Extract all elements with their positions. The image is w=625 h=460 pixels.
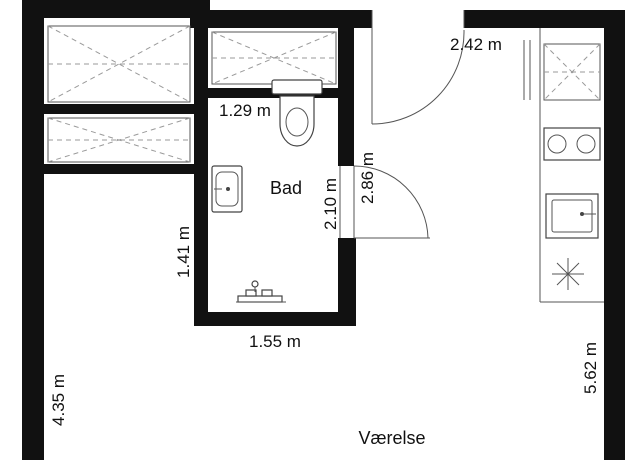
shower-icon [236,280,286,303]
extractor-icon [552,258,584,290]
stove-icon [543,127,601,161]
dimension-bath-bottom: 1.55 m [249,332,301,351]
bathroom-label: Bad [270,178,302,198]
wall-bath-left [194,18,208,326]
wall-closet-bottom [44,164,194,174]
walls [22,0,625,460]
wall-top-middle [190,10,372,28]
bath-door-icon [339,165,430,239]
wall-top-left [22,0,210,18]
wall-closet-divider [44,104,194,114]
dimension-bath-door: 2.86 m [358,152,377,204]
living-room-label: Værelse [358,428,425,448]
door-swing-icon [371,10,465,125]
dimension-left-wall: 1.41 m [174,226,193,278]
wall-right [604,10,625,460]
toilet-icon [271,79,323,147]
dimension-right-height: 5.62 m [581,342,600,394]
wall-bath-bottom [194,312,356,326]
wall-top-right [464,10,625,28]
kitchen [523,28,604,303]
kitchen-cabinet [543,43,601,101]
dimension-room-height: 4.35 m [49,374,68,426]
sink-icon [211,165,243,213]
wall-bath-right-upper [338,18,354,166]
wall-bath-right-lower [338,238,356,326]
dimension-toilet: 1.29 m [219,101,271,120]
wall-left [22,0,44,460]
dimension-labels: 2.42 m 1.29 m 2.86 m 2.10 m 1.41 m 1.55 … [49,35,600,426]
dimension-bath-inner: 2.10 m [321,178,340,230]
kitchen-sink-icon [545,193,599,239]
dimension-top-right: 2.42 m [450,35,502,54]
room-labels: Bad Værelse [270,178,426,448]
closets [47,25,337,163]
